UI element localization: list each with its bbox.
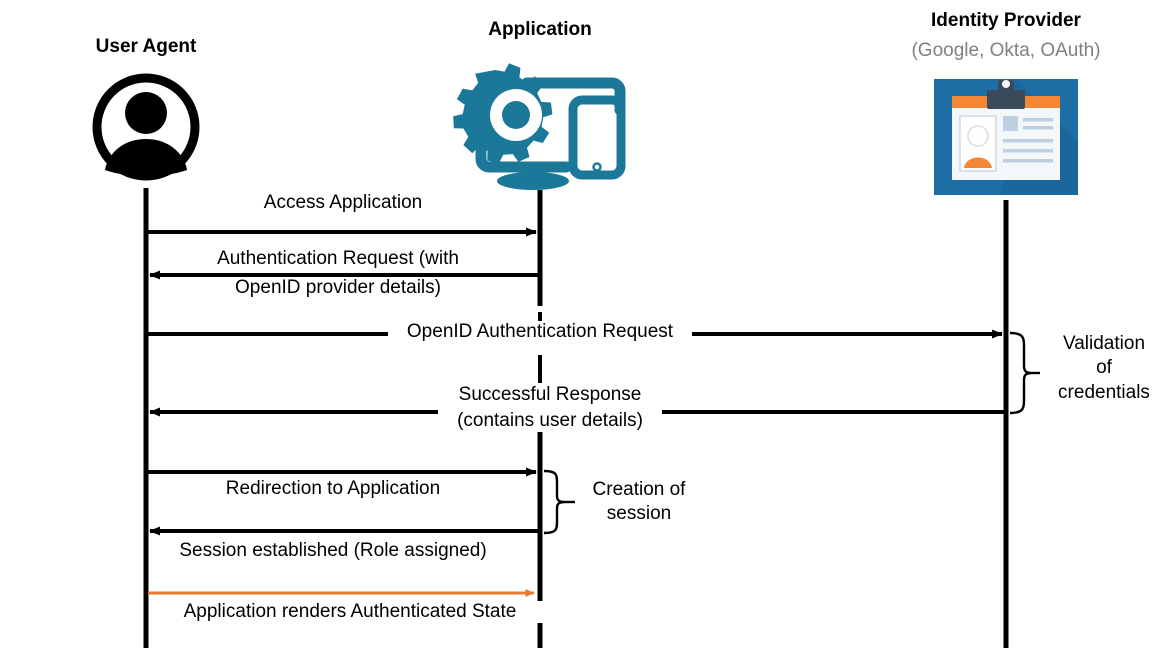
gear-monitor-phone-icon: [453, 63, 626, 190]
note-line: Creation of: [592, 479, 686, 500]
message-label-authentication-request-line1: Authentication Request (with: [163, 248, 513, 271]
actor-title-application: Application: [488, 19, 592, 40]
actor-title-user-agent: User Agent: [95, 36, 197, 57]
message-label-openid-authentication-request: OpenID Authentication Request: [390, 321, 690, 344]
note-validation-of-credentials: Validation of credentials: [1040, 332, 1168, 405]
note-line: of: [1096, 357, 1112, 379]
actor-title-identity-provider: Identity Provider: [931, 10, 1081, 31]
message-label-authentication-request-line2: OpenID provider details): [163, 277, 513, 300]
brace-creation-of-session: [543, 469, 578, 535]
message-label-application-renders-authenticated-state: Application renders Authenticated State: [155, 601, 545, 624]
message-label-session-established: Session established (Role assigned): [163, 540, 503, 563]
message-label-access-application: Access Application: [173, 192, 513, 215]
note-line: session: [606, 503, 672, 525]
message-label-successful-response-line2: (contains user details): [440, 410, 660, 433]
message-label-successful-response-line1: Successful Response: [440, 384, 660, 407]
user-avatar-icon: [92, 73, 200, 181]
note-line: credentials: [1058, 381, 1150, 403]
actor-subtitle-identity-provider: (Google, Okta, OAuth): [911, 40, 1101, 61]
message-label-redirection-to-application: Redirection to Application: [163, 478, 503, 501]
id-badge-icon: [934, 79, 1078, 195]
note-creation-of-session: Creation of session: [575, 478, 703, 527]
note-line: Validation: [1062, 333, 1146, 354]
